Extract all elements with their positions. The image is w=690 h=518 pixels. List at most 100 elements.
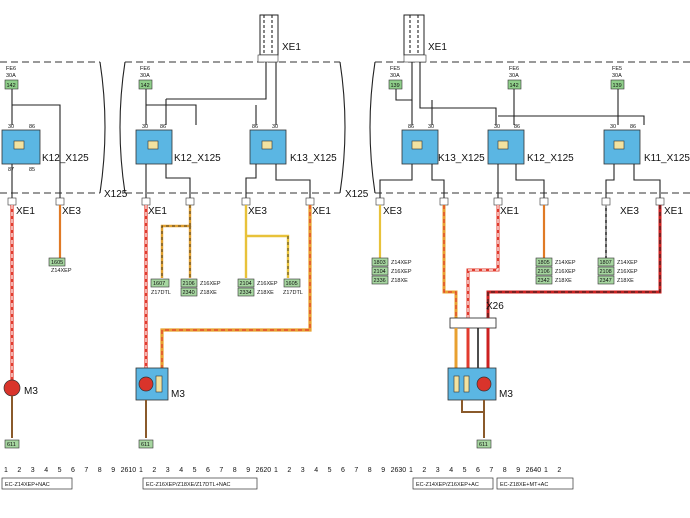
m2-xe1-right-label: XE1 [312, 206, 331, 217]
m3-fuse-b-id: 142 [510, 83, 519, 89]
ruler-tick-2-7: 8 [368, 467, 372, 474]
legend-m1: EC-Z14XEP+NAC [5, 482, 50, 488]
m2-xe1-top-terminal [257, 54, 279, 63]
ruler-tick-3-0: 1 [409, 467, 413, 474]
m3-connector-r3 [597, 275, 615, 285]
ruler-tick-2-8: 9 [381, 467, 385, 474]
m2-relay-b-coil [261, 140, 273, 150]
m2-connector-c1 [237, 278, 255, 288]
m3-terminal-5 [439, 197, 449, 206]
ruler-tick-2-0: 1 [274, 467, 278, 474]
m3-conn-r-id-1: 2108 [600, 269, 612, 275]
m3-fuse-b-amp: 30A [509, 73, 519, 79]
m1-ground [4, 439, 20, 449]
m3-terminal-6 [539, 197, 549, 206]
ruler-tick-3-1: 2 [422, 467, 426, 474]
ruler-tick-0-5: 6 [71, 467, 75, 474]
m2-connector-b1 [180, 278, 198, 288]
m2-xe1-top-label: XE1 [282, 42, 301, 53]
m2-conn-b-model-1: Z18XE [200, 290, 217, 296]
m3-x26-connector [449, 317, 497, 329]
m2-connector-c2 [237, 287, 255, 297]
ruler-tick-3-2: 3 [436, 467, 440, 474]
m1-relay-coil [13, 140, 25, 150]
m3-connector-l2 [371, 266, 389, 276]
m3-xe1-top-terminal [403, 54, 427, 63]
m3-conn-m-model-0: Z14XEP [555, 260, 576, 266]
legend-m3b: EC-Z18XE+MT+AC [500, 482, 548, 488]
m3-fuse-b-label: FE6 [509, 66, 519, 72]
ruler-tick-0-1: 2 [17, 467, 21, 474]
m3-conn-m-model-2: Z18XE [555, 278, 572, 284]
legend-m3a: EC-Z14XEP/Z16XEP+AC [416, 482, 479, 488]
m2-conn-d-id: 1605 [286, 281, 298, 287]
m3-connector-l3 [371, 275, 389, 285]
m3-motor [476, 376, 492, 392]
m2-connector-d [283, 278, 301, 288]
m2-fuse-label: FE6 [140, 66, 150, 72]
m3-fuse-c-label: FE5 [612, 66, 622, 72]
m3-fuse-c-amp: 30A [612, 73, 622, 79]
m2-conn-a-model: Z17DTL [151, 290, 171, 296]
m3-conn-r-id-2: 2347 [600, 278, 612, 284]
module-3: XE1 FE5 30A 139 FE6 30A 142 FE5 30A 139 … [371, 14, 690, 449]
x125-label-1: X125 [104, 189, 128, 200]
m1-fuse-id: 142 [7, 83, 16, 89]
ruler-tick-3-8: 9 [516, 467, 520, 474]
ruler-tick-0-4: 5 [58, 467, 62, 474]
legend-m3a-box [412, 477, 494, 490]
m1-terminal-3 [7, 197, 17, 206]
pin-86-c: 86 [252, 124, 258, 130]
m3-conn-m-id-1: 2106 [538, 269, 550, 275]
m2-fuse-amp: 30A [140, 73, 150, 79]
m1-ground-id: 611 [7, 442, 16, 448]
m2-fuse-id: 142 [141, 83, 150, 89]
m2-motor-label: M3 [171, 389, 185, 400]
m1-terminal-6 [55, 197, 65, 206]
m3-connector-m1 [535, 257, 553, 267]
m1-conn-id: 1605 [51, 260, 63, 266]
x125-label-2: X125 [345, 189, 369, 200]
ruler-tick-1-3: 4 [179, 467, 183, 474]
pin-86-b: 86 [160, 124, 166, 130]
module-2: XE1 FE6 30A 142 K12_X125 K13_X125 XE1 XE… [135, 14, 337, 449]
legend-boxes: EC-Z14XEP+NAC EC-Z16XEP/Z18XE/Z17DTL+NAC… [1, 477, 574, 490]
m3-connector-m2 [535, 266, 553, 276]
pin-86-d: 86 [408, 124, 414, 130]
m1-fuse-label: FE6 [6, 66, 16, 72]
m3-relay-c-label: K11_X125 [644, 153, 690, 164]
ruler-tick-4-0: 1 [544, 467, 548, 474]
m2-conn-b-id-0: 2106 [183, 281, 195, 287]
m3-relay-b-label: K12_X125 [527, 153, 574, 164]
m2-terminal-6 [241, 197, 251, 206]
m2-relay-a-label: K12_X125 [174, 153, 221, 164]
m2-conn-b-model-0: Z16XEP [200, 281, 221, 287]
m3-conn-l-id-2: 2336 [374, 278, 386, 284]
m2-ground [138, 439, 154, 449]
m3-relay-b-coil [497, 140, 509, 150]
ruler-tick-1-1: 2 [152, 467, 156, 474]
m2-conn-a-id: 1607 [153, 281, 165, 287]
pin-86-a: 86 [29, 124, 35, 130]
relay-pin-labels: 30 86 87 85 30 86 86 30 86 30 30 86 30 8… [8, 124, 636, 173]
ruler-tick-1-2: 3 [166, 467, 170, 474]
ruler-tick-2-5: 6 [341, 467, 345, 474]
ruler-tick-3-5: 6 [476, 467, 480, 474]
m3-conn-m-id-0: 1805 [538, 260, 550, 266]
m3-fuse-a-label: FE5 [390, 66, 400, 72]
legend-m2: EC-Z16XEP/Z18XE/Z17DTL+NAC [146, 482, 231, 488]
m3-conn-l-model-1: Z16XEP [391, 269, 412, 275]
m1-relay-label: K12_X125 [42, 153, 89, 164]
m3-conn-r-model-2: Z18XE [617, 278, 634, 284]
m2-conn-c-id-1: 2334 [240, 290, 252, 296]
ruler-tick-0-2: 3 [31, 467, 35, 474]
m3-conn-l-id-1: 2104 [374, 269, 386, 275]
pin-30-f: 30 [610, 124, 616, 130]
ruler-tick-3-3: 4 [449, 467, 453, 474]
m3-xe3-right-label: XE3 [620, 206, 639, 217]
m3-relay-a-label: K13_X125 [438, 153, 485, 164]
ruler-tick-1-0: 1 [139, 467, 143, 474]
m3-terminal-xe3-right [601, 197, 611, 206]
ruler-tick-2-6: 7 [354, 467, 358, 474]
